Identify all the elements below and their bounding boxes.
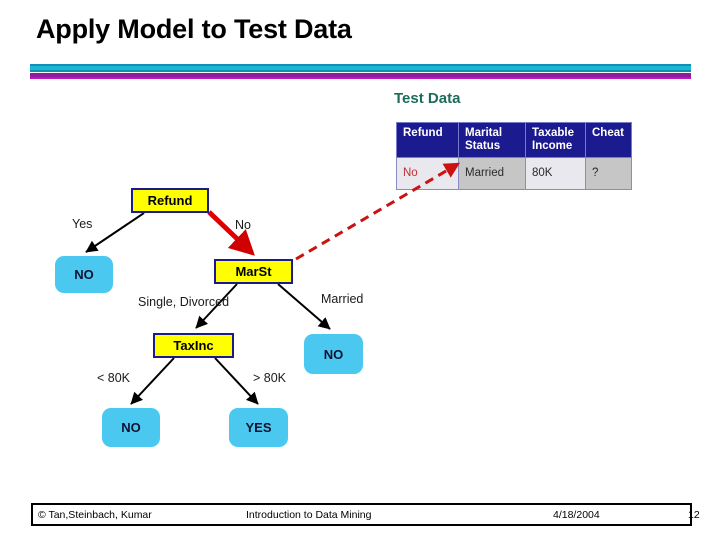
tree-node-taxinc[interactable]: TaxInc [153, 333, 234, 358]
edge-refund-yes [85, 212, 145, 253]
tree-leaf-income-high[interactable]: YES [229, 408, 288, 447]
edge-label-yes: Yes [72, 217, 93, 231]
test-record-cheat-value: ? [585, 157, 632, 191]
tree-leaf-married[interactable]: NO [304, 334, 363, 374]
footer-book-title: Introduction to Data Mining [246, 509, 372, 521]
test-record-cheat-header: Cheat [585, 121, 632, 159]
tree-node-refund-label: Refund [147, 193, 193, 208]
slide-footer: © Tan,Steinbach, Kumar Introduction to D… [31, 503, 700, 526]
edge-taxinc-low [130, 357, 175, 405]
divider-bar-teal-bottom [30, 70, 691, 72]
edge-label-income-high: > 80K [253, 371, 287, 385]
tree-leaf-refund-yes[interactable]: NO [55, 256, 113, 293]
tree-leaf-refund-yes-label: NO [74, 267, 94, 282]
divider-bar-cyan [30, 66, 691, 70]
divider-bar-teal-top [30, 64, 691, 66]
divider-bar-magenta [30, 77, 691, 79]
tree-leaf-income-high-label: YES [245, 420, 272, 435]
edge-label-single-divorced: Single, Divorced [138, 295, 230, 309]
page-title: Apply Model to Test Data [36, 14, 352, 44]
table-row: No Married 80K ? [396, 157, 632, 191]
tree-node-marst-label: MarSt [235, 264, 272, 279]
edge-taxinc-high [214, 357, 259, 405]
edge-label-income-low: < 80K [97, 371, 131, 385]
footer-page-number: 12 [688, 509, 700, 521]
footer-copyright: © Tan,Steinbach, Kumar [38, 509, 152, 521]
edge-label-no: No [235, 218, 251, 232]
edge-marst-married [277, 283, 331, 330]
test-record-marital-header: Marital Status [458, 121, 526, 159]
test-record-income-header: Taxable Income [525, 121, 586, 159]
tree-node-refund[interactable]: Refund [131, 188, 209, 213]
test-record-table: Refund Marital Status Taxable Income Che… [396, 121, 632, 191]
edge-label-married: Married [321, 292, 364, 306]
tree-node-taxinc-label: TaxInc [173, 338, 214, 353]
test-data-heading: Test Data [394, 90, 461, 107]
test-record-marital-value: Married [458, 157, 526, 191]
test-record-refund-value: No [396, 157, 459, 191]
footer-date: 4/18/2004 [553, 509, 600, 521]
tree-leaf-income-low[interactable]: NO [102, 408, 160, 447]
divider-bar-purple [30, 73, 691, 77]
test-record-income-value: 80K [525, 157, 586, 191]
table-header-row: Refund Marital Status Taxable Income Che… [396, 121, 632, 159]
test-record-refund-header: Refund [396, 121, 459, 159]
tree-leaf-income-low-label: NO [121, 420, 141, 435]
tree-leaf-married-label: NO [323, 346, 344, 362]
tree-node-marst[interactable]: MarSt [214, 259, 293, 284]
